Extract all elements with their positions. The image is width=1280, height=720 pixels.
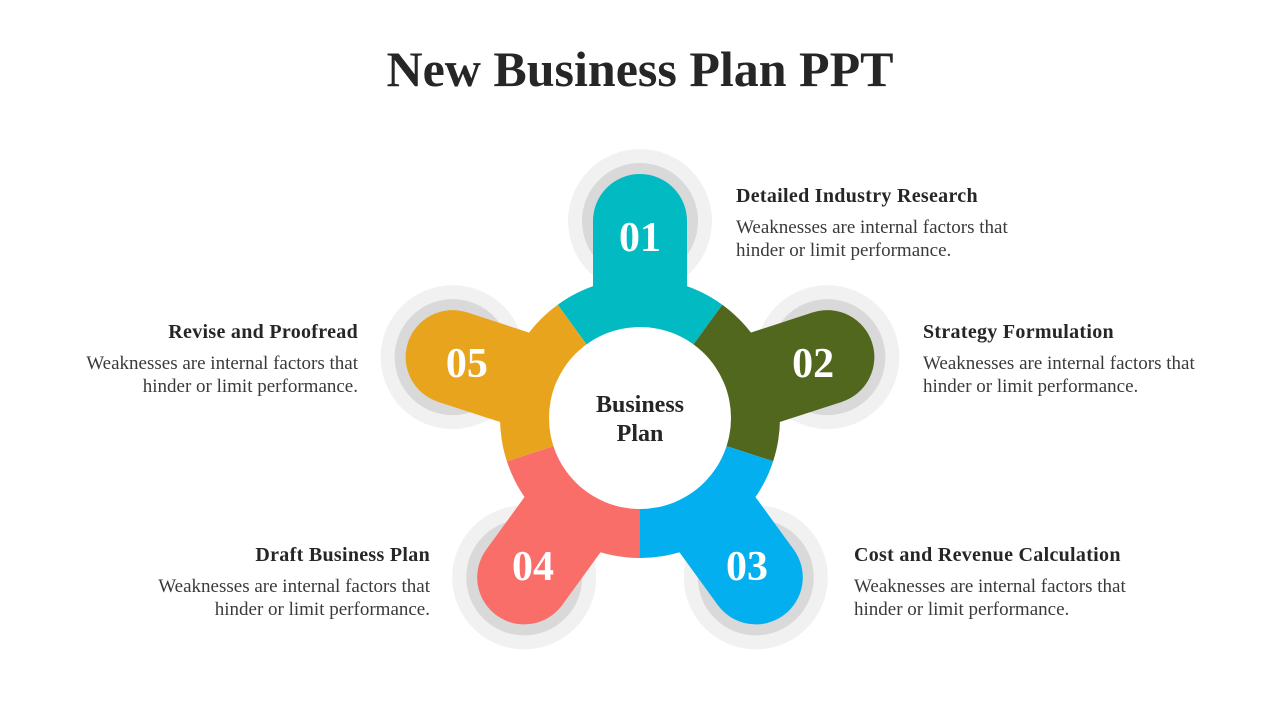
step-number: 02 — [792, 341, 834, 387]
step-text: Weaknesses are internal factors that hin… — [854, 576, 1126, 620]
step-05-block: Revise and Proofread Weaknesses are inte… — [28, 321, 358, 398]
step-04-block: Draft Business Plan Weaknesses are inter… — [100, 544, 430, 621]
step-text: Weaknesses are internal factors that hin… — [923, 353, 1195, 397]
step-01-block: Detailed Industry Research Weaknesses ar… — [736, 185, 1066, 262]
petal-cap — [780, 310, 875, 405]
step-number: 05 — [446, 341, 488, 387]
step-number: 04 — [512, 544, 554, 590]
step-text: Weaknesses are internal factors that hin… — [158, 576, 430, 620]
step-heading: Revise and Proofread — [168, 321, 358, 343]
petal-cap — [708, 530, 803, 625]
step-heading: Draft Business Plan — [255, 544, 430, 566]
petal-cap — [405, 310, 500, 405]
step-text: Weaknesses are internal factors that hin… — [736, 217, 1008, 261]
step-03-block: Cost and Revenue Calculation Weaknesses … — [854, 544, 1184, 621]
step-02-block: Strategy Formulation Weaknesses are inte… — [923, 321, 1253, 398]
petal-cap — [477, 530, 572, 625]
step-heading: Cost and Revenue Calculation — [854, 544, 1121, 566]
step-text: Weaknesses are internal factors that hin… — [86, 353, 358, 397]
center-label-line2: Plan — [617, 421, 664, 447]
center-circle — [549, 327, 731, 509]
step-number: 01 — [619, 215, 661, 261]
slide-title: New Business Plan PPT — [386, 41, 894, 97]
petal-cap — [593, 174, 687, 268]
step-heading: Detailed Industry Research — [736, 185, 978, 207]
step-heading: Strategy Formulation — [923, 321, 1114, 343]
step-number: 03 — [726, 544, 768, 590]
center-label-line1: Business — [596, 392, 684, 418]
